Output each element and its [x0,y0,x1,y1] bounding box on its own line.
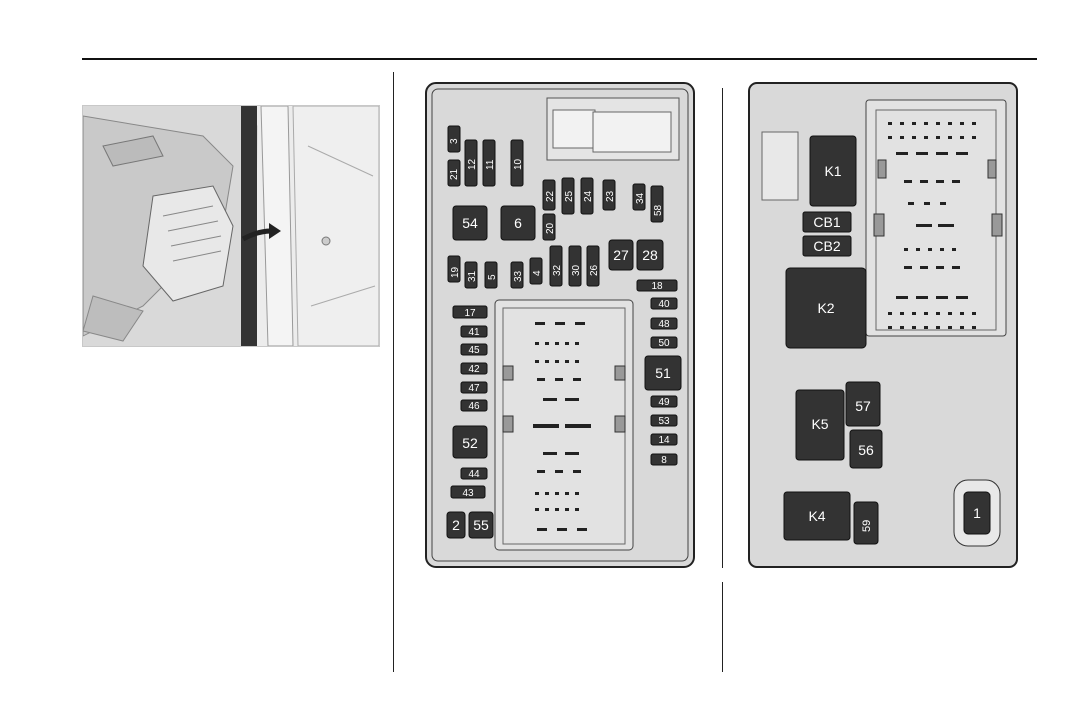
fuse-12: 12 [467,158,478,170]
fuse-21: 21 [449,168,460,180]
fuse-46: 46 [468,401,480,412]
header-rule [82,58,1037,60]
fuse-58: 58 [653,204,664,216]
fuse-50: 50 [658,338,670,349]
fuse-28: 28 [642,247,658,263]
column-divider-1 [393,72,394,672]
relay-59: 59 [861,520,873,532]
fuse-42: 42 [468,364,480,375]
fuse-55: 55 [473,517,489,533]
fuse-6: 6 [514,215,522,231]
fuse-51: 51 [655,365,671,381]
fuse-34: 34 [635,192,646,204]
fuse-3: 3 [449,138,460,144]
relay-K1: K1 [824,163,841,179]
fuse-17: 17 [464,308,476,319]
fuse-8: 8 [661,455,667,466]
fuse-5: 5 [487,274,498,280]
fuse-11: 11 [485,159,496,170]
fuse-45: 45 [468,345,480,356]
fuse-2: 2 [452,517,460,533]
vehicle-interior-illustration [82,105,380,347]
fuse-18: 18 [651,281,663,292]
fuse-4: 4 [532,270,543,276]
fuse-32: 32 [552,264,563,276]
fuse-10: 10 [513,158,524,170]
relay-K2: K2 [817,300,834,316]
fuse-30: 30 [571,264,582,276]
fuse-44: 44 [468,469,480,480]
fuse-43: 43 [462,488,474,499]
fuse-31: 31 [467,270,478,282]
fuse-24: 24 [583,190,594,202]
fuse-block-left: 3 21 12 11 10 22 20 25 24 23 34 58 19 31… [425,82,697,570]
breaker-CB2: CB2 [813,238,840,254]
relay-K5: K5 [811,416,828,432]
fuse-47: 47 [468,383,480,394]
fuse-25: 25 [564,190,575,202]
fuse-27: 27 [613,247,629,263]
relay-57: 57 [855,398,871,414]
column-divider-2b [722,582,723,672]
fuse-22: 22 [545,190,556,202]
fuse-40: 40 [658,299,670,310]
breaker-CB1: CB1 [813,214,840,230]
fuse-53: 53 [658,416,670,427]
fuse-41: 41 [468,327,480,338]
fuse-19: 19 [450,266,461,278]
fuse-14: 14 [658,435,670,446]
column-divider-2a [722,88,723,568]
relay-block-right: K1 CB1 CB2 K2 K5 57 56 K4 1 59 [748,82,1020,570]
fuse-52: 52 [462,435,478,451]
fuse-20: 20 [545,222,556,234]
fuse-54: 54 [462,215,478,231]
fuse-26: 26 [589,264,600,276]
fuse-49: 49 [658,397,670,408]
fuse-33: 33 [513,270,524,282]
relay-K4: K4 [808,508,825,524]
fuse-23: 23 [605,190,616,202]
fuse-48: 48 [658,319,670,330]
relay-1: 1 [973,505,981,521]
relay-56: 56 [858,442,874,458]
